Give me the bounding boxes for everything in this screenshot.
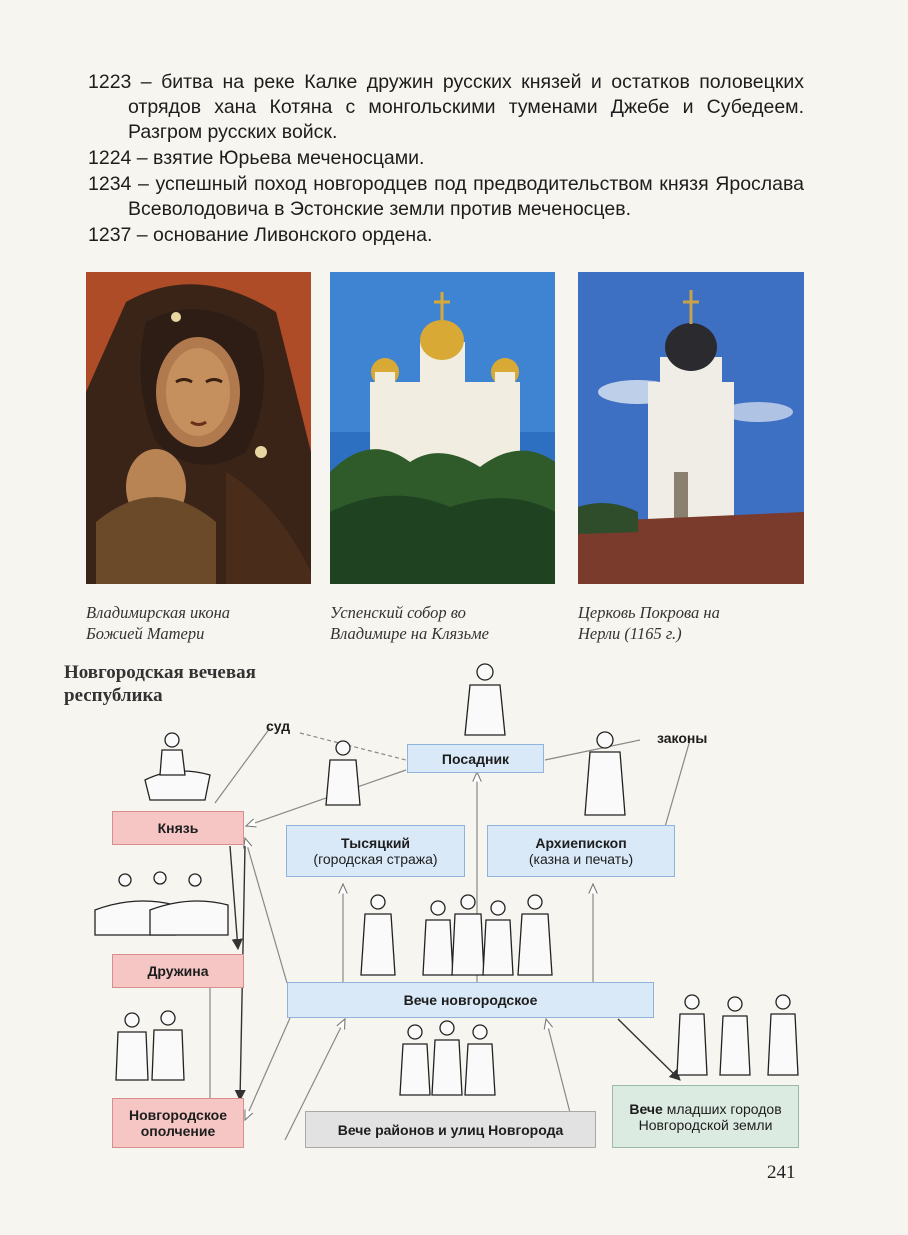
chronology-item-1223: 1223 – битва на реке Калке дружин русски… xyxy=(88,71,804,143)
veche-mladshikh-bold: Вече xyxy=(629,1100,663,1117)
label-sud: суд xyxy=(266,718,291,734)
veche-mladshikh-rest: младших городов Новгородской земли xyxy=(638,1100,782,1133)
tysyatsky-subtitle: (городская стража) xyxy=(313,851,438,867)
figure-militia-icon xyxy=(115,1010,185,1081)
figure-druzhina-icon xyxy=(94,871,229,936)
arkhiepiskop-title: Архиепископ xyxy=(535,835,627,851)
box-opolchenie: Новгородское ополчение xyxy=(112,1098,244,1148)
arkhiepiskop-subtitle: (казна и печать) xyxy=(528,851,634,867)
veche-label: Вече новгородское xyxy=(403,992,538,1008)
label-zakony: законы xyxy=(657,730,708,746)
diagram-arrows xyxy=(94,663,799,1141)
box-tysyatsky: Тысяцкий (городская стража) xyxy=(286,825,465,877)
knyaz-label: Князь xyxy=(157,820,199,836)
posadnik-label: Посадник xyxy=(441,750,510,767)
figure-prince-rider-icon xyxy=(144,732,211,801)
box-knyaz: Князь xyxy=(112,811,244,845)
tysyatsky-title: Тысяцкий xyxy=(340,835,411,851)
figure-veche-crowd-icon xyxy=(360,894,553,976)
caption-uspensky-cathedral: Успенский собор во Владимире на Клязьме xyxy=(330,603,489,643)
box-veche-rayonov: Вече районов и улиц Новгорода xyxy=(305,1111,596,1148)
veche-mladshikh-text: Вече младших городов Новгородской земли xyxy=(619,1101,792,1133)
church-illustration xyxy=(578,272,804,584)
box-druzhina: Дружина xyxy=(112,954,244,988)
box-veche-novgorodskoe: Вече новгородское xyxy=(287,982,654,1018)
figure-towns-crowd-icon xyxy=(676,994,799,1076)
chronology-item-1234: 1234 – успешный поход новгородцев под пр… xyxy=(88,173,804,220)
opolchenie-label: Новгородское ополчение xyxy=(128,1107,228,1139)
chronology-item-1224: 1224 – взятие Юрьева меченосцами. xyxy=(88,147,425,169)
icon-illustration xyxy=(86,272,311,584)
chronology-item-1237: 1237 – основание Ливонского ордена. xyxy=(88,224,433,246)
chronology-list: 1223 – битва на реке Калке дружин русски… xyxy=(88,70,804,249)
veche-rayonov-label: Вече районов и улиц Новгорода xyxy=(337,1121,564,1138)
cathedral-illustration xyxy=(330,272,555,584)
photo-vladimir-icon xyxy=(86,272,311,584)
figure-archbishop-icon xyxy=(584,731,626,816)
page-number: 241 xyxy=(767,1162,796,1183)
box-arkhiepiskop: Архиепископ (казна и печать) xyxy=(487,825,675,877)
figure-posadnik-icon xyxy=(464,663,506,736)
caption-vladimir-icon: Владимирская икона Божией Матери xyxy=(86,603,231,643)
diagram-title: Новгородская вечевая республика xyxy=(64,662,256,706)
druzhina-label: Дружина xyxy=(147,963,209,979)
novgorod-republic-diagram: суд законы Посадник Князь Тысяцкий (горо… xyxy=(0,640,908,1160)
box-posadnik: Посадник xyxy=(407,744,544,773)
photo-uspensky-cathedral xyxy=(330,272,555,584)
figure-district-crowd-icon xyxy=(399,1020,496,1096)
caption-pokrov-church: Церковь Покрова на Нерли (1165 г.) xyxy=(578,603,720,643)
figure-tysyatsky-icon xyxy=(325,740,361,806)
box-veche-mladshikh: Вече младших городов Новгородской земли xyxy=(612,1085,799,1148)
photo-pokrov-church xyxy=(578,272,804,584)
